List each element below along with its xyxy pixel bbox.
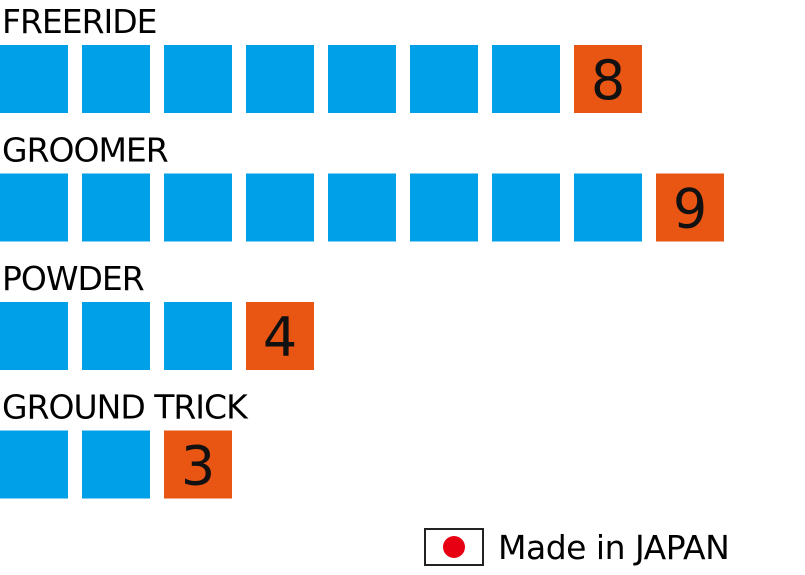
score-block	[164, 430, 232, 499]
rating-block	[410, 45, 478, 113]
origin-badge: Made in JAPAN	[424, 526, 730, 568]
rating-block	[246, 173, 314, 242]
rating-block	[328, 45, 396, 113]
category-label: FREERIDE	[2, 2, 157, 41]
flag-red-disc	[443, 536, 465, 558]
score-block	[246, 302, 314, 370]
rating-block	[164, 173, 232, 242]
rating-block	[82, 173, 150, 242]
rating-row: 9	[0, 173, 724, 242]
rating-block	[410, 173, 478, 242]
score-block	[574, 45, 642, 113]
score-value: 9	[673, 178, 707, 241]
score-block	[656, 173, 724, 242]
category-label: GROUND TRICK	[2, 388, 249, 427]
rating-block	[0, 173, 68, 242]
rating-block	[492, 45, 560, 113]
category-label: GROOMER	[2, 131, 168, 170]
rating-block	[82, 302, 150, 370]
score-value: 4	[263, 306, 297, 369]
rating-row: 8	[0, 45, 642, 113]
rating-block	[0, 302, 68, 370]
rating-row: 3	[0, 430, 232, 499]
rating-block	[0, 45, 68, 113]
rating-block	[574, 173, 642, 242]
rating-block	[164, 302, 232, 370]
rating-block	[0, 430, 68, 499]
rating-block	[328, 173, 396, 242]
rating-block	[164, 45, 232, 113]
japan-flag-icon	[424, 528, 484, 566]
rating-block	[246, 45, 314, 113]
origin-label: Made in JAPAN	[498, 527, 730, 567]
category-label: POWDER	[2, 259, 144, 298]
score-value: 8	[591, 49, 625, 112]
rating-row: 4	[0, 302, 314, 370]
rating-block	[82, 430, 150, 499]
rating-block	[82, 45, 150, 113]
rating-block	[492, 173, 560, 242]
score-value: 3	[181, 435, 215, 498]
